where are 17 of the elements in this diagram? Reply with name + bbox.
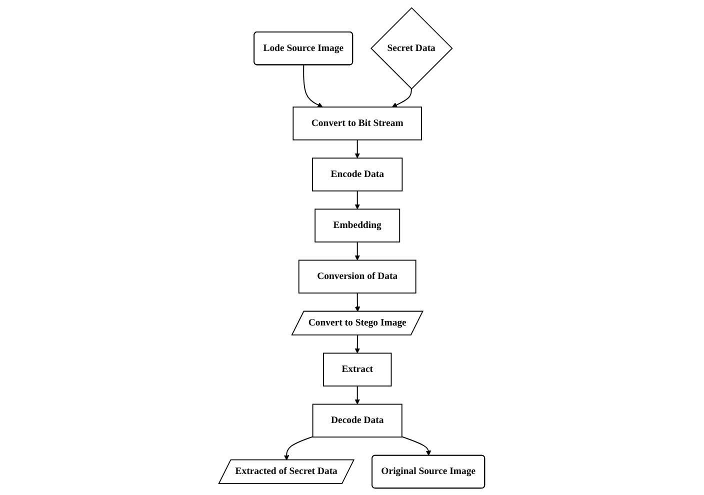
- arrow: [354, 190, 360, 209]
- node-box: Encode Data: [312, 157, 403, 191]
- node-box: Extract: [323, 352, 392, 386]
- arrow: [392, 88, 412, 107]
- arrow: [402, 436, 432, 456]
- node-box: Embedding: [314, 208, 400, 242]
- arrow: [303, 64, 324, 107]
- node-box: Conversion of Data: [298, 259, 417, 293]
- arrow: [354, 241, 360, 260]
- arrow: [355, 292, 360, 312]
- node-box: Decode Data: [312, 403, 403, 438]
- arrow: [354, 334, 360, 353]
- arrow: [354, 138, 360, 158]
- arrow: [284, 436, 314, 460]
- node-box: Convert to Bit Stream: [292, 106, 422, 140]
- node-diamond: Secret Data: [370, 6, 454, 89]
- arrow: [354, 385, 360, 404]
